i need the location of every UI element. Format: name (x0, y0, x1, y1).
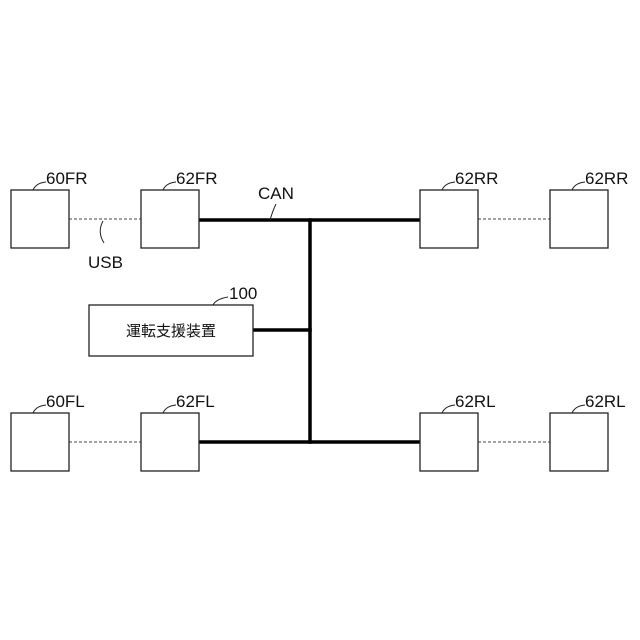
box-62rl-outer (550, 413, 608, 471)
label-62rr-inner: 62RR (455, 169, 498, 188)
label-60fr: 60FR (46, 169, 88, 188)
leader-62fr (163, 182, 176, 190)
box-62rl-inner (420, 413, 478, 471)
box-62fr (141, 190, 199, 248)
box-60fr (11, 190, 69, 248)
leader-62fl (163, 405, 176, 413)
leader-62rl-inner (442, 405, 455, 413)
box-62rr-outer (550, 190, 608, 248)
box-62fl (141, 413, 199, 471)
box-62rr-inner (420, 190, 478, 248)
leader-62rr-outer (572, 182, 585, 190)
leader-can (270, 204, 276, 220)
label-can: CAN (258, 184, 294, 203)
label-62rr-outer: 62RR (585, 169, 628, 188)
leader-60fr (33, 182, 46, 190)
leader-62rl-outer (572, 405, 585, 413)
label-62rl-outer: 62RL (585, 392, 626, 411)
leader-usb (100, 221, 104, 243)
label-100: 100 (229, 284, 257, 303)
label-62fl: 62FL (176, 392, 215, 411)
labels: 60FR 62FR 62RR 62RR 60FL 62FL 62RL 62RL … (46, 169, 628, 411)
label-62rl-inner: 62RL (455, 392, 496, 411)
leader-62rr-inner (442, 182, 455, 190)
label-60fl: 60FL (46, 392, 85, 411)
label-62fr: 62FR (176, 169, 218, 188)
leader-100 (213, 297, 228, 305)
label-usb: USB (88, 253, 123, 272)
leader-60fl (33, 405, 46, 413)
box-60fl (11, 413, 69, 471)
device-name: 運転支援装置 (126, 322, 216, 340)
